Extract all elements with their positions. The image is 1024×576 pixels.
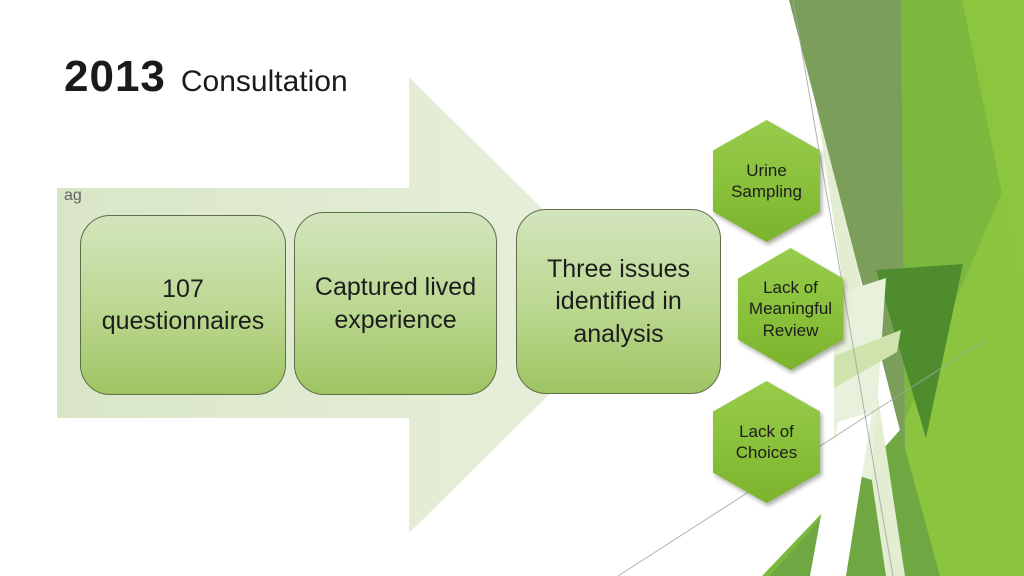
process-step-box-lived-experience: Captured lived experience: [294, 212, 497, 395]
step-text-line: questionnaires: [101, 307, 265, 335]
hexagon-shape: Urine Sampling: [713, 120, 820, 242]
hexagon-text-line: Lack of: [739, 421, 794, 441]
process-step-box-questionnaires: 107 questionnaires: [80, 215, 286, 395]
step-text-line: 107: [162, 274, 204, 303]
hexagon-shape: Lack of Meaningful Review: [738, 248, 843, 370]
hexagon-text-line: Lack of: [763, 278, 818, 298]
title-year-text: 2013: [64, 52, 166, 101]
issue-hexagon-lack-of-choices: Lack of Choices: [713, 381, 820, 503]
watermark-text: ag: [64, 187, 82, 204]
step-text-line: identified in: [555, 287, 682, 316]
hexagon-shape: Lack of Choices: [713, 381, 820, 503]
title-label-text: Consultation: [180, 65, 348, 98]
hexagon-text-line: Meaningful: [748, 299, 833, 319]
hexagon-text-line: Urine: [746, 160, 787, 180]
issue-hexagon-meaningful-review: Lack of Meaningful Review: [738, 248, 843, 370]
step-text-line: experience: [334, 305, 457, 334]
step-text-line: Captured lived: [314, 273, 477, 301]
step-text-line: analysis: [573, 319, 664, 348]
issue-hexagon-urine-sampling: Urine Sampling: [713, 120, 820, 242]
page-title: 2013 Consultation: [64, 52, 348, 102]
process-step-box-three-issues: Three issues identified in analysis: [516, 209, 721, 394]
hexagon-text-line: Choices: [735, 443, 798, 462]
hexagon-text-line: Sampling: [731, 182, 802, 201]
step-text-line: Three issues: [546, 254, 691, 283]
hexagon-text-line: Review: [762, 320, 819, 340]
